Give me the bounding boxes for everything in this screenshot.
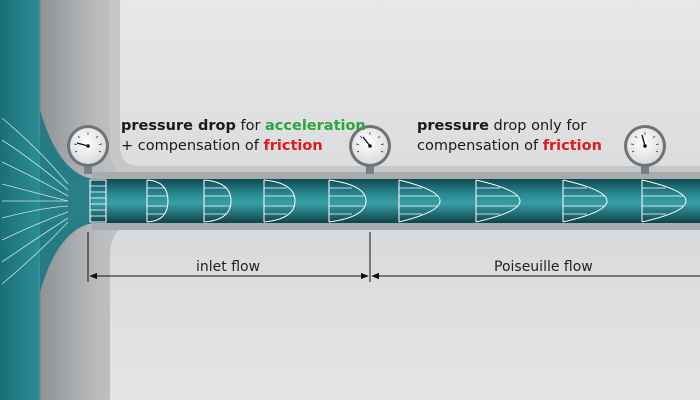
compensation-text: compensation of: [417, 138, 543, 154]
pipe-upper-wall: [92, 172, 700, 180]
annotation-right-line2: compensation of friction: [417, 136, 602, 156]
pressure-gauge-3: [624, 125, 666, 174]
for-text: for: [235, 118, 266, 134]
friction-term: friction: [542, 138, 602, 154]
friction-term: friction: [263, 138, 323, 154]
pressure-gauge-1: [67, 125, 109, 174]
acceleration-term: acceleration: [265, 118, 366, 134]
compensation-text: + compensation of: [121, 138, 264, 154]
pressure-drop-bold: pressure drop: [121, 118, 236, 134]
poiseuille-flow-label: Poiseuille flow: [494, 259, 593, 275]
velocity-profiles: [89, 179, 687, 223]
inlet-flow-label: inlet flow: [196, 259, 261, 275]
pipe-lower-wall: [92, 222, 700, 230]
inlet-streamlines: [1, 117, 69, 285]
annotation-left: pressure drop for acceleration + compens…: [121, 116, 366, 156]
annotation-left-line2: + compensation of friction: [121, 136, 366, 156]
upper-wall-block: [40, 0, 144, 180]
drop-only-for-text: drop only for: [488, 118, 587, 134]
annotation-right-line1: pressure drop only for: [417, 116, 602, 136]
annotation-right: pressure drop only for compensation of f…: [417, 116, 602, 156]
dimension-lines: [87, 232, 700, 282]
pressure-bold: pressure: [417, 118, 489, 134]
fluid-reservoir: [0, 0, 40, 400]
lower-wall-block: [40, 222, 144, 400]
pressure-gauge-2: [349, 125, 391, 174]
pipe-fluid: [92, 179, 700, 223]
annotation-left-line1: pressure drop for acceleration: [121, 116, 366, 136]
